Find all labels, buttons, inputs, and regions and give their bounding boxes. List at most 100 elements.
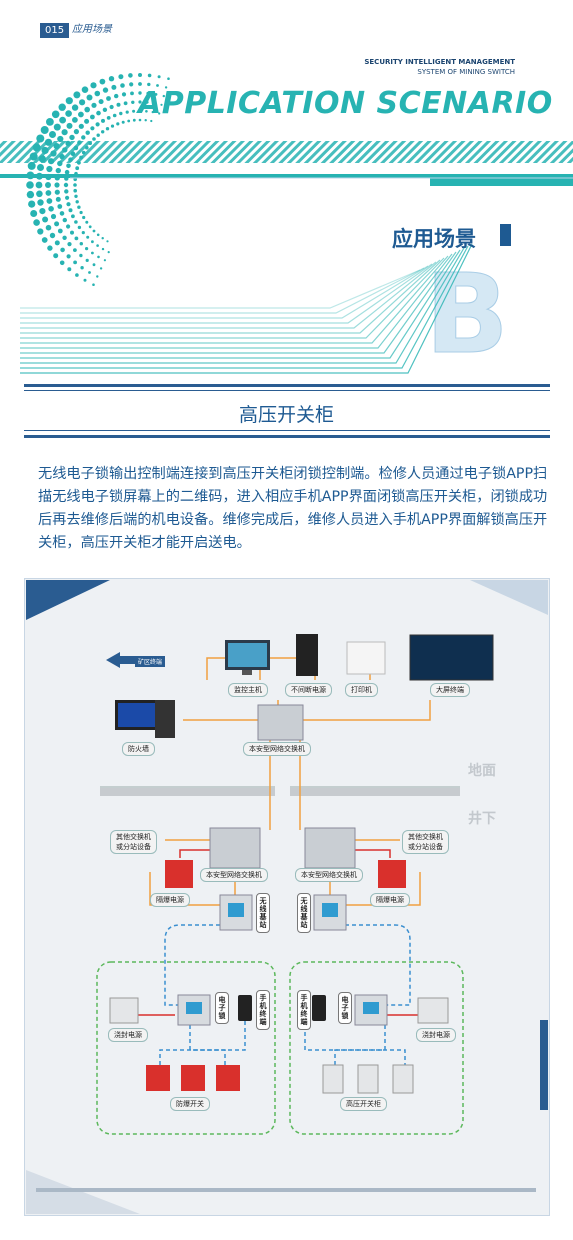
ring-dot	[45, 224, 52, 231]
ring-dot	[119, 111, 123, 116]
ring-dot	[49, 232, 56, 239]
underground-label: 井下	[468, 811, 496, 827]
ring-dot	[99, 267, 103, 270]
ring-dot	[95, 122, 100, 127]
ring-dot	[144, 119, 147, 122]
ring-dot	[73, 183, 77, 187]
ring-dot	[158, 112, 161, 115]
switch-top-label: 本安型网络交换机	[243, 742, 311, 756]
ring-dot	[69, 134, 75, 141]
ring-dot	[90, 126, 95, 131]
ring-dot	[130, 91, 134, 96]
topic-top-rule-thin	[24, 390, 550, 391]
ring-dot	[77, 225, 82, 230]
ring-dot	[37, 164, 44, 171]
fan-line	[20, 247, 465, 364]
flow-power-left-label: 浇封电源	[108, 1028, 148, 1042]
section-bar-decoration	[500, 224, 511, 246]
ring-dot	[147, 73, 152, 78]
ring-dot	[53, 253, 59, 259]
ring-dot	[111, 84, 117, 90]
page-header-title: 应用场景	[72, 24, 112, 35]
ring-dot	[39, 208, 46, 215]
ring-dot	[145, 110, 148, 113]
ring-dot	[97, 255, 100, 259]
ring-dot	[53, 123, 61, 131]
ring-dot	[84, 106, 90, 113]
ring-dot	[65, 110, 72, 117]
ring-dot	[91, 102, 97, 108]
fan-line	[20, 245, 469, 369]
ring-dot	[101, 237, 104, 240]
ring-dot	[58, 103, 66, 111]
big-screen-label: 大屏终端	[430, 683, 470, 697]
fan-line	[20, 249, 461, 359]
ring-dot	[91, 240, 94, 244]
fan-line	[20, 261, 437, 329]
section-title: 应用场景	[392, 227, 476, 251]
ring-dot	[109, 104, 114, 110]
ring-dot	[116, 122, 120, 126]
ring-dot	[59, 260, 65, 266]
page-number: 015	[40, 23, 70, 38]
ring-dot	[36, 134, 45, 143]
ring-dot	[47, 245, 53, 251]
ring-dot	[86, 235, 90, 239]
ring-dot	[73, 260, 77, 265]
other-switch-left-label: 其他交换机 或分站设备	[110, 830, 157, 854]
ring-dot	[65, 195, 70, 200]
ring-dot	[88, 271, 91, 274]
phone-left-label: 手机终端	[256, 990, 270, 1030]
topic-top-rule	[24, 384, 550, 387]
ring-dot	[106, 240, 109, 243]
ring-dot	[116, 102, 121, 107]
ring-dot	[127, 119, 131, 123]
base-right-label: 无线基站	[297, 893, 311, 933]
ring-dot	[28, 200, 36, 208]
ring-dot	[92, 137, 96, 141]
mine-terminal-label: 矿区终端	[135, 656, 166, 667]
ring-dot	[162, 94, 165, 98]
ring-dot	[46, 198, 53, 204]
ring-dot	[74, 194, 78, 198]
ring-dot	[42, 216, 49, 223]
ring-dot	[73, 91, 81, 99]
ring-dot	[50, 213, 57, 220]
ring-dot	[81, 86, 89, 93]
ring-dot	[48, 206, 54, 212]
ring-dot	[57, 135, 64, 143]
ring-dot	[46, 118, 54, 126]
subtitle-line2: SYSTEM OF MINING SWITCH	[417, 68, 515, 76]
ring-dot	[108, 76, 115, 82]
ring-dot	[103, 259, 106, 262]
switch-left-label: 本安型网络交换机	[200, 868, 268, 882]
ring-dot	[62, 217, 67, 223]
elock-left-label: 电子锁	[215, 992, 229, 1024]
ring-dot	[71, 104, 79, 111]
fan-line	[20, 265, 429, 319]
ring-dot	[128, 73, 133, 78]
ring-dot	[160, 103, 163, 106]
ring-dot	[54, 189, 60, 195]
ring-dot	[138, 100, 142, 104]
ring-dot	[78, 123, 84, 129]
ring-dot	[51, 110, 60, 119]
fan-line	[20, 267, 425, 314]
fan-line	[20, 251, 457, 354]
ring-dot	[99, 78, 106, 85]
ring-dot	[33, 219, 40, 226]
ring-dot	[66, 224, 71, 229]
ring-dot	[125, 110, 129, 114]
ring-dot	[83, 278, 87, 282]
ring-dot	[102, 107, 108, 113]
ring-dot	[41, 237, 48, 243]
ring-dot	[81, 135, 86, 140]
ring-dot	[79, 99, 86, 106]
ring-dot	[121, 92, 127, 97]
ring-dot	[138, 109, 142, 113]
ring-dot	[54, 182, 60, 188]
ring-dot	[85, 258, 89, 262]
ring-dot	[57, 228, 63, 234]
ring-dot	[138, 82, 142, 86]
ring-dot	[63, 182, 69, 188]
